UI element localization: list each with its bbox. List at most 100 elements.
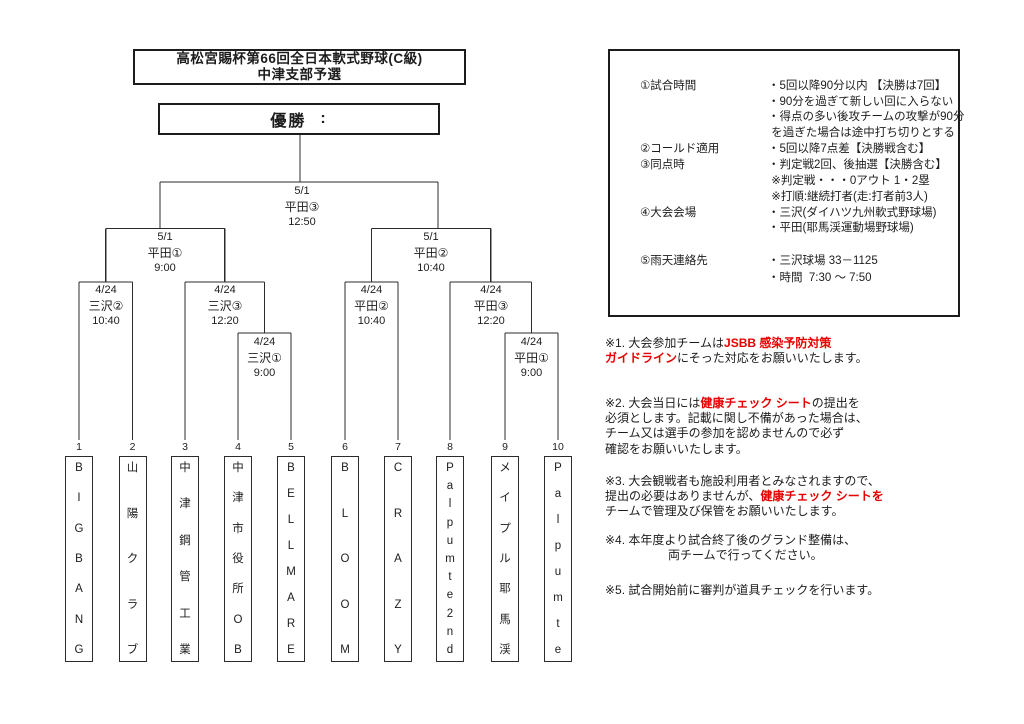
match-date: 4/24 bbox=[520, 336, 543, 348]
team-name-char: u bbox=[446, 534, 454, 547]
rules-value: ・5回以降7点差【決勝戦含む】 bbox=[768, 143, 931, 155]
note-text: 必須とします。記載に関し不備があった場合は、 bbox=[605, 411, 868, 426]
rules-row: ⑤雨天連絡先・三沢球場 33－1125 bbox=[610, 252, 958, 268]
team-name-char: 陽 bbox=[126, 507, 139, 520]
team-name-char: u bbox=[554, 566, 562, 578]
team-name-char: 馬 bbox=[499, 613, 511, 626]
team-name-char: A bbox=[287, 592, 295, 604]
match-time: 10:40 bbox=[357, 315, 386, 327]
team-name-char: n bbox=[446, 625, 454, 638]
match-date: 4/24 bbox=[480, 284, 502, 296]
note-text: チーム又は選手の参加を認めませんので必ず bbox=[605, 426, 845, 441]
match-time: 9:00 bbox=[253, 367, 276, 379]
team-name-char: L bbox=[341, 507, 349, 520]
team-name-char: l bbox=[448, 498, 452, 511]
team-name-char: イ bbox=[499, 492, 511, 505]
match-venue: 平田③ bbox=[473, 298, 509, 313]
team-name-char: 市 bbox=[232, 522, 244, 535]
team-name-char: M bbox=[340, 644, 350, 656]
note-2: ※2. 大会当日には健康チェック シートの提出を必須とします。記載に関し不備があ… bbox=[605, 396, 985, 457]
team-seed-7: 7 bbox=[395, 441, 401, 453]
note-text: ※3. 大会観戦者も施設利用者とみなされますので、 bbox=[605, 474, 880, 488]
match-venue: 平田① bbox=[514, 350, 549, 365]
rules-label: ③同点時 bbox=[640, 159, 685, 171]
team-name-char: m bbox=[553, 592, 563, 604]
rules-row: ③同点時・判定戦2回、後抽選【決勝含む】 bbox=[610, 156, 958, 172]
team-name-char: R bbox=[393, 507, 403, 520]
rules-value: を過ぎた場合は途中打ち切りとする bbox=[768, 127, 955, 139]
note-line: 両チームで行ってください。 bbox=[605, 548, 985, 563]
team-name-char: プ bbox=[499, 522, 511, 535]
match-date: 5/1 bbox=[157, 231, 173, 243]
note-4: ※4. 本年度より試合終了後のグランド整備は、両チームで行ってください。 bbox=[605, 533, 985, 563]
team-name-char: ブ bbox=[126, 644, 139, 656]
rules-row: を過ぎた場合は途中打ち切りとする bbox=[610, 124, 958, 140]
match-time: 10:40 bbox=[92, 315, 120, 327]
match-venue: 三沢① bbox=[247, 350, 282, 365]
team-name-char: G bbox=[74, 643, 84, 656]
match-time: 9:00 bbox=[154, 262, 176, 274]
note-line: ※5. 試合開始前に審判が道具チェックを行います。 bbox=[605, 583, 985, 598]
rules-row: ②コールド適用 ・5回以降7点差【決勝戦含む】 bbox=[610, 140, 958, 156]
team-seed-3: 3 bbox=[182, 441, 188, 453]
team-name-char: a bbox=[554, 488, 562, 500]
match-date: 4/24 bbox=[360, 284, 383, 296]
team-name-char: 鋼 bbox=[179, 534, 191, 547]
rules-row: ④大会会場・三沢(ダイハツ九州軟式野球場) bbox=[610, 204, 958, 220]
page-title-line1: 高松宮賜杯第66回全日本軟式野球(C級) bbox=[176, 51, 423, 66]
rules-row: ①試合時間・5回以降90分以内 【決勝は7回】 bbox=[610, 77, 958, 93]
rules-label: ⑤雨天連絡先 bbox=[640, 255, 708, 267]
match-date: 4/24 bbox=[253, 336, 276, 348]
team-name-char: B bbox=[287, 462, 295, 474]
team-name-char: O bbox=[340, 598, 350, 611]
note-line: 確認をお願いいたします。 bbox=[605, 442, 985, 457]
team-name-char: 中 bbox=[179, 462, 191, 474]
team-name-char: E bbox=[287, 644, 295, 656]
rules-row: ・90分を過ぎて新しい回に入らない bbox=[610, 93, 958, 109]
team-name-char: p bbox=[446, 516, 454, 529]
note-highlight: JSBB 感染予防対策 bbox=[724, 336, 832, 350]
team-name-char: p bbox=[554, 540, 562, 552]
team-name-char: G bbox=[74, 522, 84, 535]
rules-value: ・三沢(ダイハツ九州軟式野球場) bbox=[768, 207, 937, 219]
match-time: 12:20 bbox=[211, 315, 239, 327]
rules-row: ※打順:継続打者(走:打者前3人) bbox=[610, 188, 958, 204]
rules-label: ②コールド適用 bbox=[640, 143, 720, 155]
team-seed-9: 9 bbox=[502, 441, 508, 453]
match-label-r1-left: 4/24 三沢① 9:00 bbox=[223, 335, 307, 382]
team-name-char: 所 bbox=[232, 583, 244, 596]
rules-value: ・得点の多い後攻チームの攻撃が90分 bbox=[768, 111, 965, 123]
team-name-char: E bbox=[287, 488, 295, 500]
page-title: 高松宮賜杯第66回全日本軟式野球(C級) 中津支部予選 bbox=[133, 49, 466, 85]
team-name-char: 山 bbox=[126, 462, 139, 474]
match-venue: 三沢③ bbox=[207, 298, 243, 313]
team-name-char: I bbox=[77, 492, 81, 505]
team-name-char: B bbox=[341, 462, 349, 474]
team-name-char: ク bbox=[126, 553, 139, 565]
team-name-char: 管 bbox=[179, 571, 191, 584]
note-line: 提出の必要はありませんが、健康チェック シートを bbox=[605, 489, 985, 504]
team-name-char: B bbox=[75, 552, 83, 565]
champion-separator: : bbox=[320, 110, 328, 127]
rules-box: ①試合時間・5回以降90分以内 【決勝は7回】・90分を過ぎて新しい回に入らない… bbox=[608, 49, 964, 317]
team-name-char: C bbox=[393, 462, 403, 474]
team-name-box-2: 山陽クラブ bbox=[118, 456, 147, 662]
team-name-char: 渓 bbox=[499, 643, 511, 656]
team-name-char: Z bbox=[394, 598, 402, 611]
team-seed-2: 2 bbox=[129, 441, 136, 453]
rules-row: ・得点の多い後攻チームの攻撃が90分 bbox=[610, 108, 964, 124]
team-seed-10: 10 bbox=[552, 441, 564, 453]
team-name-char: A bbox=[75, 583, 83, 596]
team-name-box-3: 中津鋼管工業 bbox=[171, 456, 199, 662]
match-date: 4/24 bbox=[95, 284, 117, 296]
team-name-char: 津 bbox=[179, 498, 191, 511]
